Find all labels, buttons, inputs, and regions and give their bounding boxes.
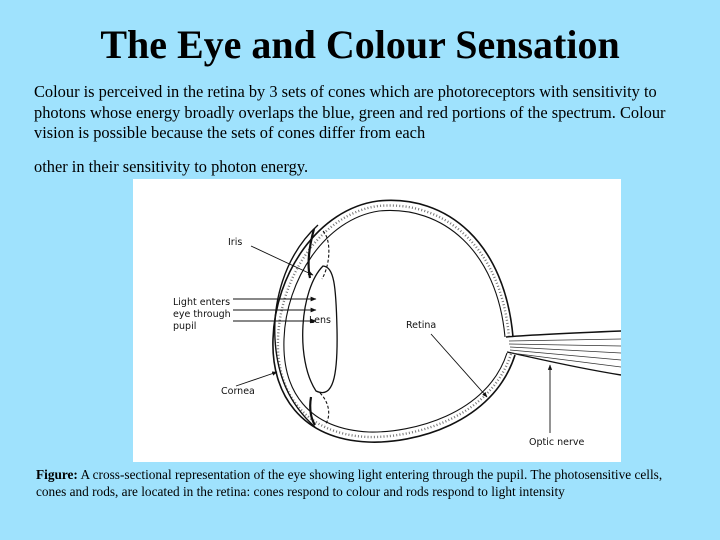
label-retina: Retina bbox=[406, 320, 436, 331]
ciliary-body-upper bbox=[321, 230, 330, 280]
optic-nerve-fibres bbox=[508, 338, 621, 368]
label-light-line-2: eye through bbox=[173, 309, 231, 320]
label-lens: Lens bbox=[309, 315, 331, 326]
body-paragraph-2: other in their sensitivity to photon ene… bbox=[34, 156, 309, 176]
body-text: Colour is perceived in the retina by 3 s… bbox=[34, 82, 704, 177]
optic-nerve bbox=[505, 330, 621, 376]
label-light-line-1: Light enters bbox=[173, 297, 230, 308]
caption-label: Figure: bbox=[36, 467, 78, 482]
cornea-leader bbox=[235, 371, 278, 387]
iris-leader bbox=[250, 245, 314, 276]
figure-caption: Figure: A cross-sectional representation… bbox=[36, 466, 676, 501]
retina-outline bbox=[283, 209, 508, 433]
retina-leader bbox=[430, 333, 488, 398]
eye-diagram-svg: Iris Light enters eye through pupil Lens… bbox=[173, 199, 621, 448]
label-cornea: Cornea bbox=[221, 386, 255, 397]
body-paragraph-1: Colour is perceived in the retina by 3 s… bbox=[34, 82, 666, 142]
caption-text: A cross-sectional representation of the … bbox=[36, 467, 663, 500]
sclera-outline bbox=[272, 199, 516, 443]
label-optic-nerve: Optic nerve bbox=[529, 437, 585, 448]
lens bbox=[302, 265, 338, 394]
iris-lower bbox=[309, 396, 316, 426]
label-iris: Iris bbox=[228, 237, 242, 248]
ciliary-body-lower bbox=[319, 392, 330, 426]
slide-title: The Eye and Colour Sensation bbox=[100, 22, 620, 67]
eye-diagram: Iris Light enters eye through pupil Lens… bbox=[133, 179, 621, 462]
label-light-line-3: pupil bbox=[173, 321, 196, 332]
cornea bbox=[274, 224, 319, 428]
